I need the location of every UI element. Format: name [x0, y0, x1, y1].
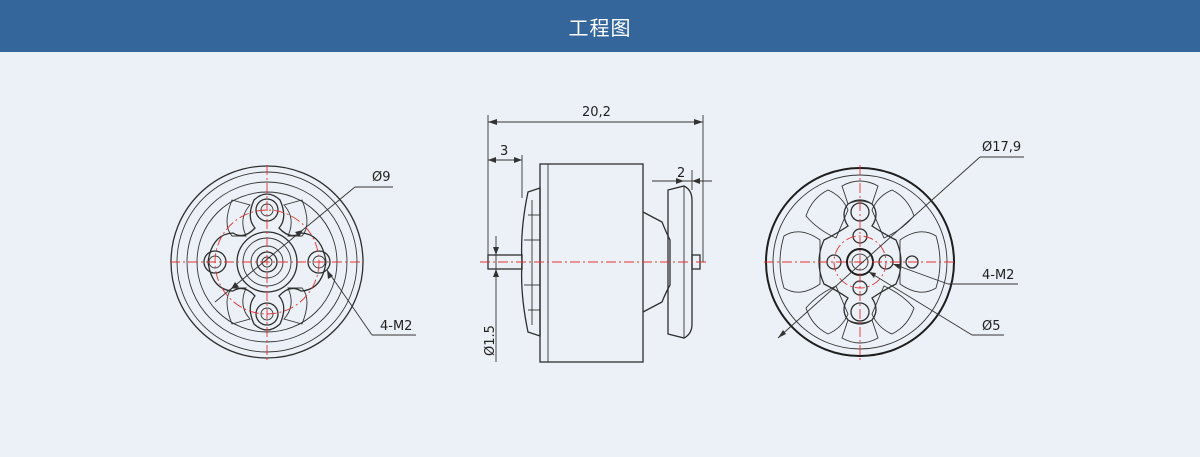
right-spoke-window [805, 189, 849, 239]
left-pocket [283, 287, 308, 325]
right-boss-outline [818, 199, 902, 325]
left-hole-leader [326, 269, 373, 336]
right-view: Ø17,9 4-M2 Ø5 [764, 140, 1024, 360]
right-mount-hole [850, 302, 870, 322]
side-motor-body [539, 163, 644, 363]
left-pocket [226, 199, 251, 237]
drawing-canvas: Ø9 4-M2 20,2 [0, 52, 1200, 452]
page-title: 工程图 [568, 15, 632, 40]
right-spoke-window [871, 285, 915, 335]
left-dia-label: Ø9 [372, 170, 391, 185]
right-bore-label: Ø5 [982, 319, 1001, 334]
left-pocket [226, 287, 251, 325]
left-view: Ø9 4-M2 [170, 165, 416, 360]
side-view: 20,2 3 2 Ø1.5 [480, 105, 712, 363]
left-boss-outline [207, 193, 327, 331]
page-header: 工程图 [0, 0, 1200, 52]
right-hole-label: 4-M2 [982, 268, 1014, 283]
right-bore-leader [868, 271, 973, 336]
left-mount-hole [307, 250, 331, 274]
right-spoke-window [899, 231, 941, 293]
side-shaft-length-label: 3 [500, 144, 508, 159]
left-pocket [283, 199, 308, 237]
side-shaft-dia-label: Ø1.5 [483, 325, 498, 356]
right-spoke-window [805, 285, 849, 335]
side-flange-label: 2 [677, 166, 685, 181]
engineering-drawing: Ø9 4-M2 20,2 [170, 105, 1024, 363]
right-hole-leader [892, 263, 949, 285]
left-hole-label: 4-M2 [380, 319, 412, 334]
side-neck [642, 211, 671, 313]
left-dia-leader [214, 186, 356, 303]
side-flange [667, 185, 693, 339]
right-outer-dia-leader [777, 156, 981, 339]
left-mount-hole [255, 302, 279, 326]
right-spoke-window [779, 231, 821, 293]
side-total-length-label: 20,2 [582, 105, 611, 120]
right-outer-dia-label: Ø17,9 [982, 140, 1021, 155]
